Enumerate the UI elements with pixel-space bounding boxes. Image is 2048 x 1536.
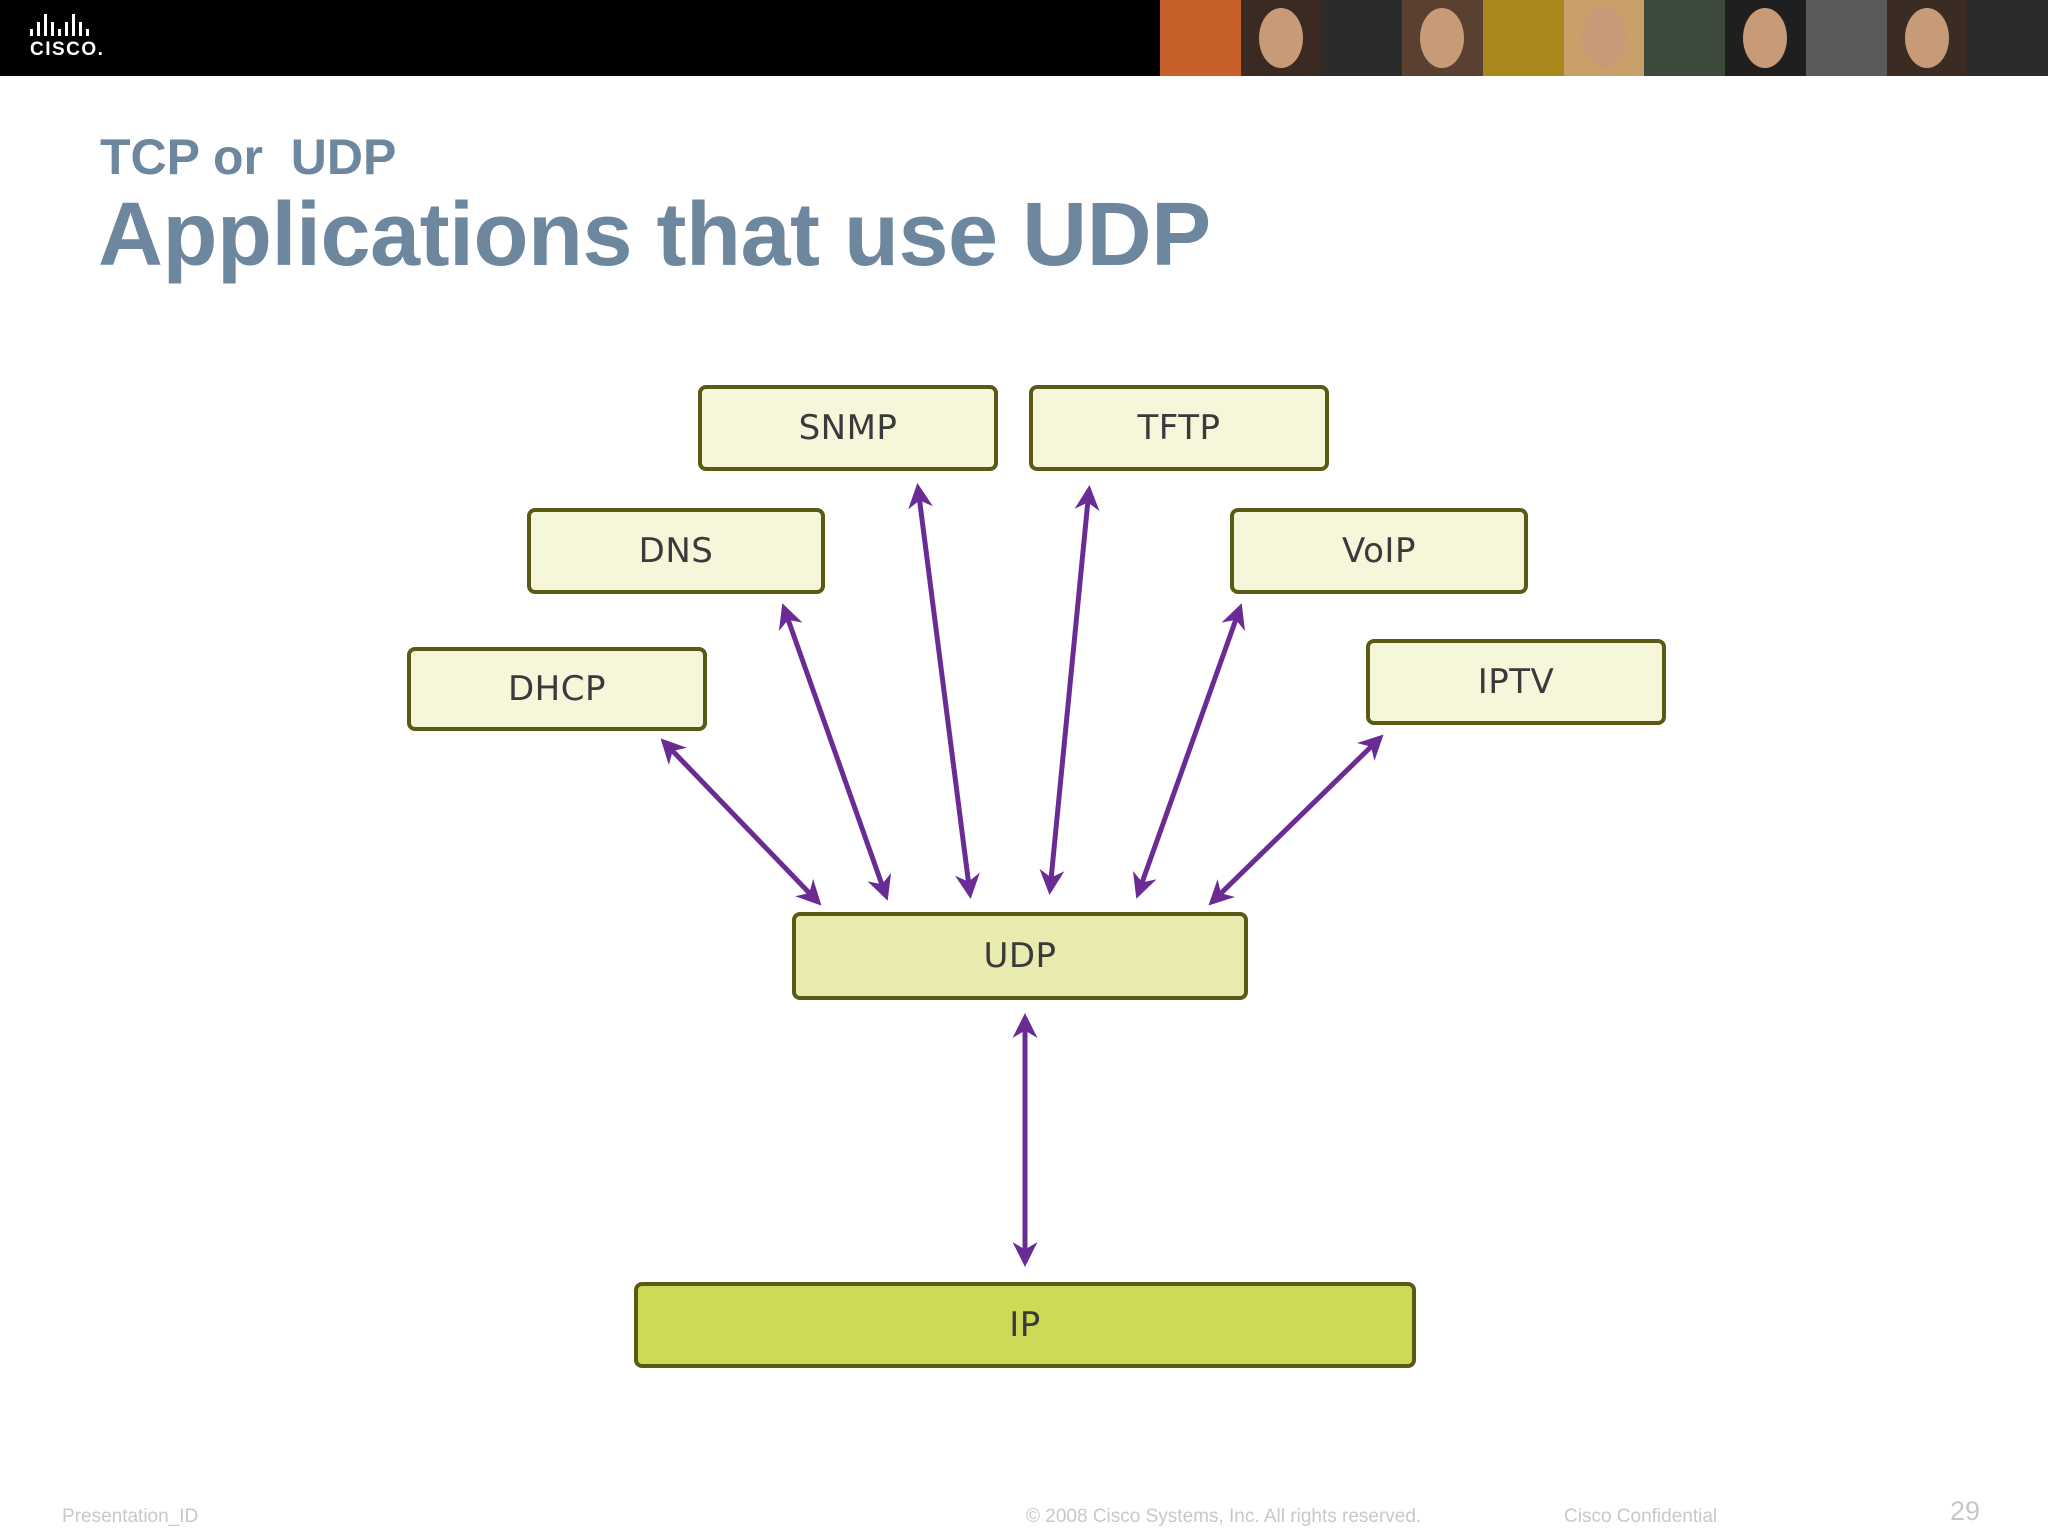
dns-label: DNS	[638, 531, 714, 571]
ip-box: IP	[634, 1282, 1416, 1368]
dhcp-label: DHCP	[508, 669, 606, 709]
voip-box: VoIP	[1230, 508, 1528, 594]
header-photo	[1644, 0, 1726, 76]
tftp-box: TFTP	[1029, 385, 1329, 471]
footer-presentation-id: Presentation_ID	[62, 1506, 199, 1527]
header-photo	[1967, 0, 2048, 76]
header-photo	[1886, 0, 1968, 76]
slide-subtitle: TCP or UDP	[100, 129, 397, 185]
header-photo	[1160, 0, 1241, 76]
tftp-label: TFTP	[1137, 408, 1221, 448]
header-photo	[1402, 0, 1483, 76]
face-shape	[1420, 8, 1465, 68]
udp-label: UDP	[983, 936, 1057, 976]
header-photo	[1563, 0, 1645, 76]
footer-confidential: Cisco Confidential	[1564, 1506, 1718, 1527]
arrow-tftp-udp	[1039, 485, 1100, 895]
header-photo	[1321, 0, 1403, 76]
iptv-box: IPTV	[1366, 639, 1666, 725]
dns-box: DNS	[527, 508, 825, 594]
snmp-box: SNMP	[698, 385, 998, 471]
arrow-voip-udp	[1132, 603, 1246, 899]
header-photo	[1240, 0, 1322, 76]
iptv-label: IPTV	[1477, 662, 1555, 702]
face-shape	[1904, 8, 1949, 68]
header-photo	[1805, 0, 1887, 76]
slide-title: Applications that use UDP	[98, 185, 1211, 285]
voip-label: VoIP	[1342, 531, 1416, 571]
arrow-iptv-udp	[1208, 734, 1384, 906]
dhcp-box: DHCP	[407, 647, 707, 731]
header-bar: CISCO.	[0, 0, 2048, 76]
header-photo-strip	[1160, 0, 2048, 76]
udp-box: UDP	[792, 912, 1248, 1000]
header-photo	[1725, 0, 1806, 76]
cisco-wordmark: CISCO.	[30, 39, 105, 60]
ip-label: IP	[1009, 1305, 1041, 1345]
header-photo	[1482, 0, 1564, 76]
arrow-dhcp-udp	[660, 738, 822, 906]
snmp-label: SNMP	[798, 408, 898, 448]
page-number: 29	[1949, 1496, 1980, 1526]
footer-copyright: © 2008 Cisco Systems, Inc. All rights re…	[1026, 1506, 1422, 1527]
cisco-logo: CISCO.	[30, 14, 120, 64]
face-shape	[1258, 8, 1303, 68]
arrow-snmp-udp	[908, 483, 980, 899]
face-shape	[1581, 8, 1626, 68]
cisco-bars-icon	[30, 14, 120, 36]
face-shape	[1743, 8, 1788, 68]
arrow-dns-udp	[778, 603, 892, 901]
